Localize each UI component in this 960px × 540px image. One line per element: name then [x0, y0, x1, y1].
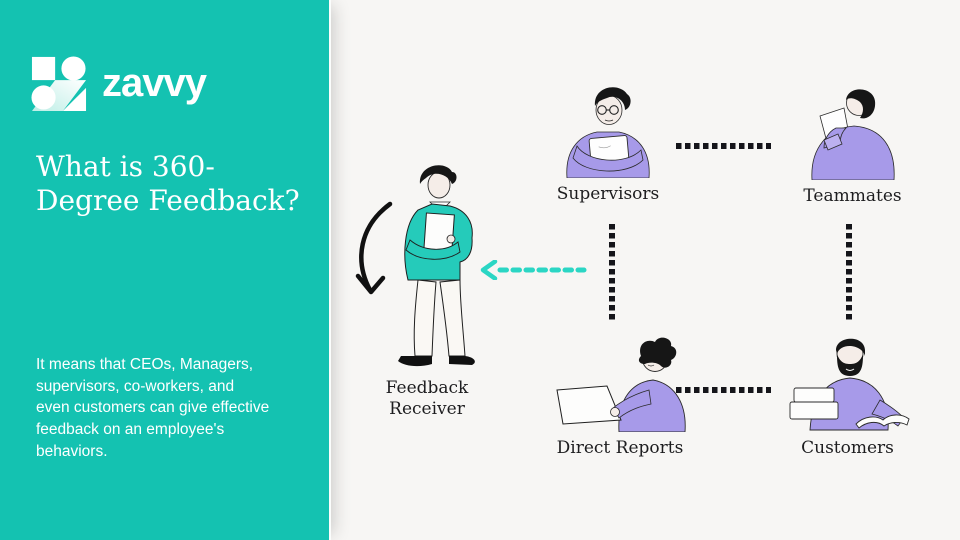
customers-illustration-icon [789, 338, 910, 431]
node-customers: Customers [780, 332, 915, 459]
label-feedback-receiver: Feedback Receiver [385, 378, 469, 420]
feedback-receiver-illustration-icon [398, 165, 475, 367]
dotted-connector-supervisors-directreports [609, 224, 615, 323]
zavvy-logo: zavvy [30, 55, 207, 111]
dashed-arrow-left-icon [480, 260, 587, 280]
node-direct-reports: Direct Reports [545, 332, 695, 459]
curved-arrow-down-icon [355, 201, 393, 295]
node-teammates: Teammates [800, 82, 905, 207]
node-feedback-receiver: Feedback Receiver [362, 160, 492, 421]
dotted-connector-supervisors-teammates [676, 143, 771, 149]
label-supervisors: Supervisors [556, 184, 660, 204]
direct-reports-illustration-icon [556, 337, 686, 432]
dotted-connector-directreports-customers [676, 387, 771, 393]
label-direct-reports: Direct Reports [556, 438, 684, 458]
teammates-illustration-icon [811, 89, 895, 180]
page-title: What is 360- Degree Feedback? [36, 150, 300, 217]
supervisors-illustration-icon [566, 87, 650, 178]
brand-wordmark: zavvy [102, 61, 207, 105]
node-supervisors: Supervisors [553, 80, 663, 205]
zavvy-logo-mark-icon [31, 56, 87, 111]
left-panel: zavvy What is 360- Degree Feedback? It m… [0, 0, 331, 540]
label-customers: Customers [801, 438, 894, 458]
description-text: It means that CEOs, Managers, supervisor… [36, 356, 270, 460]
label-teammates: Teammates [803, 186, 902, 206]
dotted-connector-teammates-customers [846, 224, 852, 323]
